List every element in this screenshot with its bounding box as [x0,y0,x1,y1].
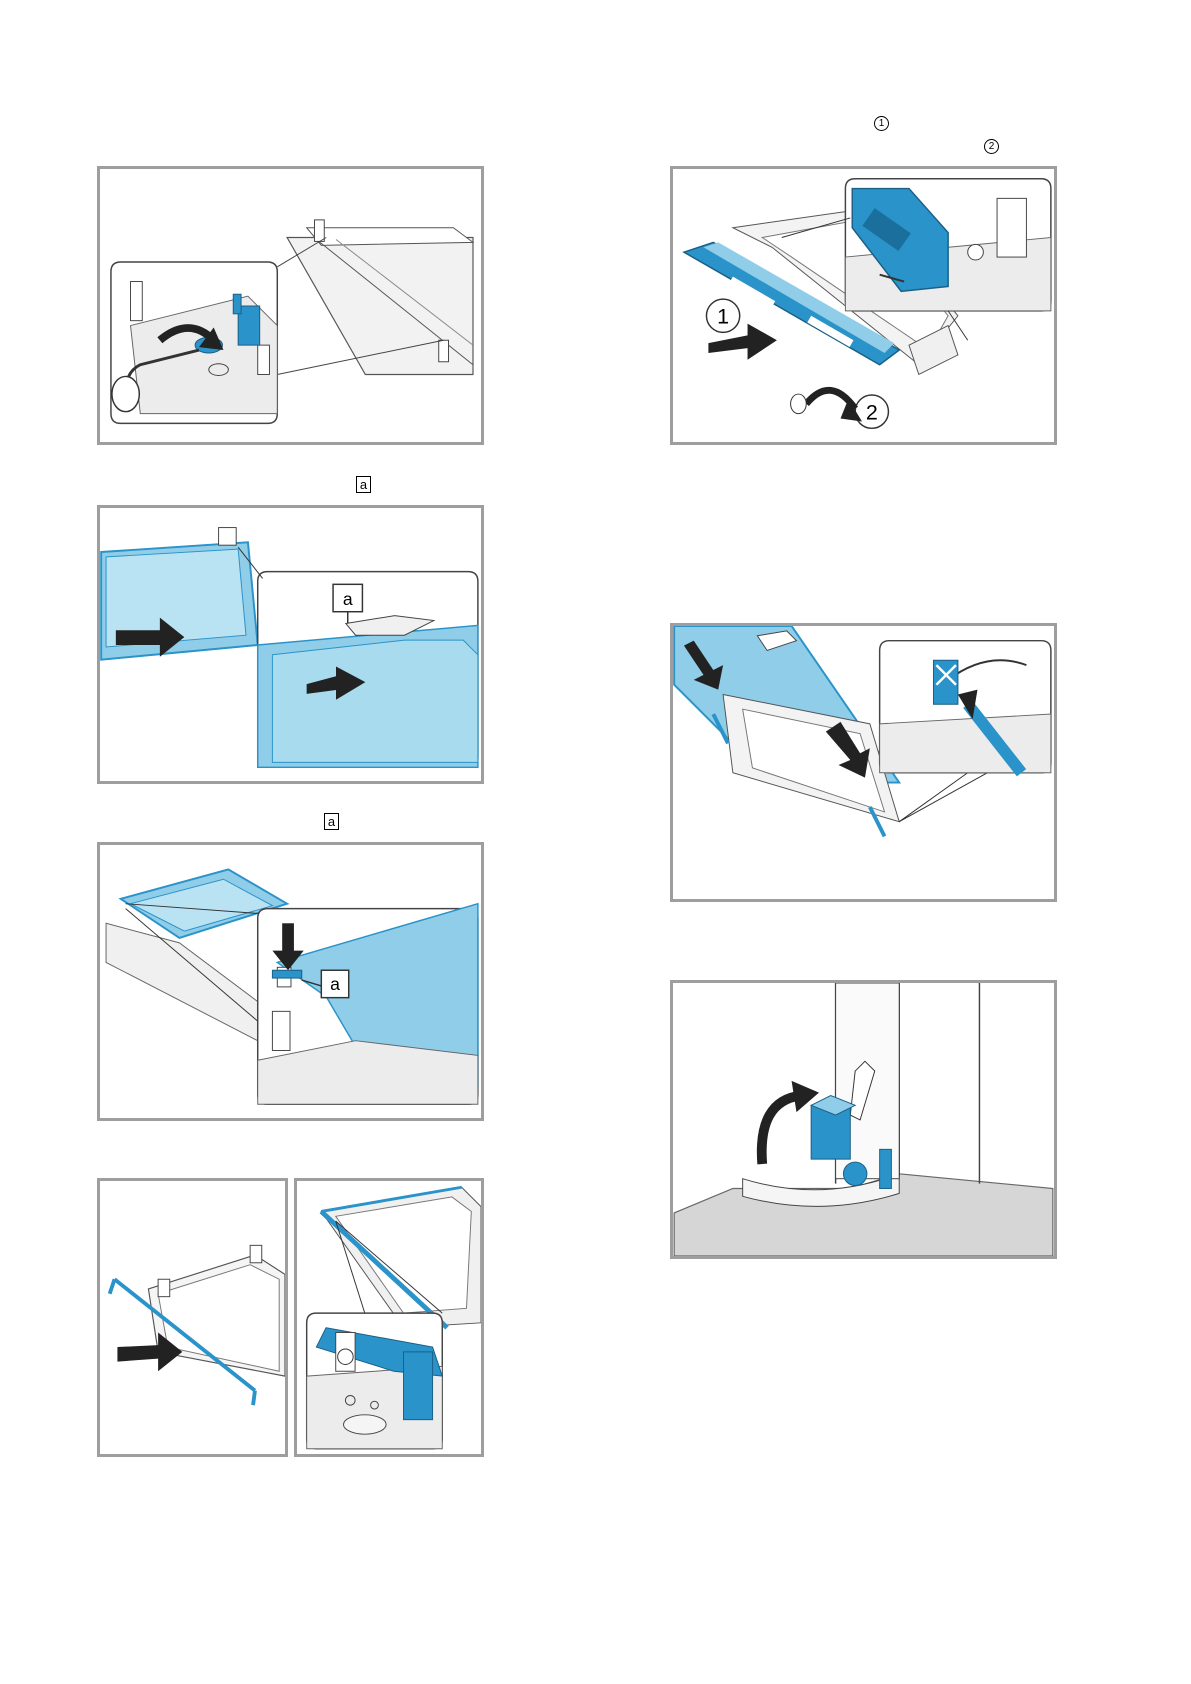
figure-hinge-screw [97,166,484,445]
figure-cover-screw: 1 2 [670,166,1057,445]
hinge-screw-illustration [100,169,481,442]
hinge-lock-illustration [673,626,1054,899]
lever-turn-illustration [673,983,1054,1256]
step-marker-1: 1 [874,116,889,131]
callout-2: 2 [866,400,878,424]
cover-screw-illustration: 1 2 [673,169,1054,442]
callout-a: a [343,589,353,609]
figure-glass-insert: a [97,505,484,784]
callout-a: a [330,974,340,994]
callout-1: 1 [717,305,729,329]
label-a-marker: a [324,813,339,830]
figure-hinge-lock [670,623,1057,902]
glass-press-illustration: a [100,845,481,1118]
glass-insert-illustration: a [100,508,481,781]
figure-lever-turn [670,980,1057,1259]
rail-detail-illustration [297,1181,481,1454]
figure-rail-insert [97,1178,288,1457]
figure-glass-press: a [97,842,484,1121]
rail-insert-illustration [100,1181,285,1454]
step-marker-2: 2 [984,139,999,154]
figure-rail-detail [294,1178,484,1457]
label-a-marker: a [356,476,371,493]
